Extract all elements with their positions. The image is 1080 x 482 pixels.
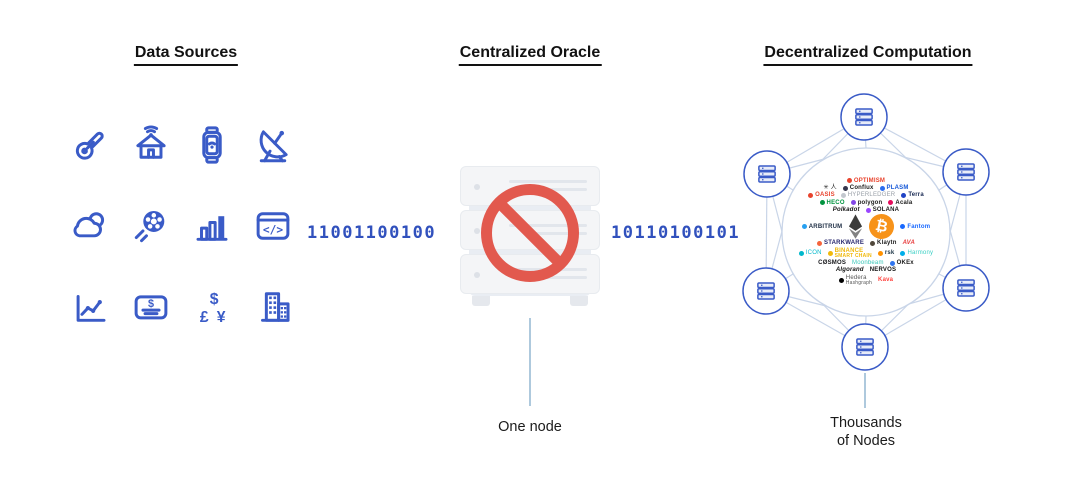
logo-plasm: PLASM bbox=[879, 185, 909, 191]
server-node-icon bbox=[957, 163, 975, 181]
solana-mark-icon bbox=[865, 207, 871, 213]
logo-oasis: OASIS bbox=[808, 192, 835, 198]
thousands-connector-line bbox=[864, 373, 866, 408]
binary-input-stream: 11001100100 bbox=[307, 223, 437, 243]
logo-solana: SOLANA bbox=[865, 207, 900, 213]
optimism-mark-icon bbox=[846, 178, 852, 184]
logo-cloud: OPTIMISM ✳ 人 Conflux PLASM OASIS HYPERLEDGER T… bbox=[782, 148, 950, 316]
icon-mark-icon bbox=[798, 250, 804, 256]
satellite-dish-icon bbox=[252, 124, 294, 166]
decentralized-network bbox=[742, 93, 990, 371]
line-chart-icon bbox=[69, 286, 111, 328]
binary-output-stream: 10110100101 bbox=[611, 223, 741, 243]
logo-algorand: Algorand bbox=[835, 267, 864, 274]
thousands-of-nodes-caption: Thousands of Nodes bbox=[830, 414, 902, 450]
polygon-mark-icon bbox=[850, 200, 856, 206]
network-node bbox=[942, 148, 990, 196]
bar-chart-icon bbox=[191, 205, 233, 247]
caption-line-2: of Nodes bbox=[836, 433, 896, 450]
hyperledger-mark-icon bbox=[840, 193, 846, 198]
weather-cloud-icon bbox=[69, 205, 111, 247]
caption-line-1: Thousands bbox=[830, 415, 902, 431]
logo-optimism: OPTIMISM bbox=[846, 178, 885, 184]
logo-hyperledger: HYPERLEDGER bbox=[840, 192, 896, 198]
okex-mark-icon bbox=[889, 260, 895, 266]
server-node-icon bbox=[957, 279, 975, 297]
terra-mark-icon bbox=[901, 193, 907, 198]
network-node bbox=[743, 150, 791, 198]
logo-klaytn: Klaytn bbox=[870, 240, 897, 246]
conflux-mark-icon bbox=[842, 185, 848, 191]
decentralized-computation-title: Decentralized Computation bbox=[763, 44, 973, 66]
currency-exchange-icon bbox=[191, 286, 233, 328]
logo-polygon: polygon bbox=[850, 200, 883, 206]
data-sources-title: Data Sources bbox=[133, 44, 239, 66]
arbitrum-mark-icon bbox=[801, 224, 807, 230]
one-node-connector-line bbox=[529, 318, 531, 406]
prohibition-icon bbox=[481, 184, 579, 282]
one-node-caption: One node bbox=[498, 419, 562, 435]
logo-starkware: STARKWARE bbox=[817, 240, 864, 246]
starkware-mark-icon bbox=[817, 240, 823, 246]
logo-fantom: Fantom bbox=[900, 224, 930, 230]
fantom-mark-icon bbox=[900, 224, 906, 230]
binance-smart-chain-mark-icon bbox=[827, 250, 833, 256]
logo-icon: ICON bbox=[798, 250, 822, 256]
rsk-mark-icon bbox=[877, 250, 883, 256]
smart-watch-icon bbox=[191, 124, 233, 166]
logo-heco: HECO bbox=[819, 200, 845, 206]
logo-ethereum bbox=[848, 214, 863, 239]
oasis-mark-icon bbox=[808, 193, 814, 198]
harmony-mark-icon bbox=[900, 250, 906, 256]
network-node bbox=[942, 264, 990, 312]
data-source-grid bbox=[69, 124, 294, 328]
heco-mark-icon bbox=[819, 200, 825, 206]
logo-nervos: NERVOS bbox=[869, 267, 897, 274]
logo-bitcoin: ₿ bbox=[867, 211, 897, 242]
logo-acala: Acala bbox=[888, 200, 912, 206]
server-node-icon bbox=[757, 282, 775, 300]
network-node bbox=[840, 93, 888, 141]
server-node-icon bbox=[855, 108, 873, 126]
centralized-oracle-title: Centralized Oracle bbox=[458, 44, 602, 66]
logo-okex: OKEx bbox=[889, 260, 914, 266]
network-node bbox=[742, 267, 790, 315]
logo-moonbeam: Moonbeam bbox=[852, 260, 884, 267]
server-node-icon bbox=[856, 338, 874, 356]
server-node-icon bbox=[758, 165, 776, 183]
code-window-icon bbox=[252, 205, 294, 247]
logo-terra: Terra bbox=[901, 192, 924, 198]
logo-harmony: Harmony bbox=[900, 250, 933, 256]
logo-arbitrum: ARBITRUM bbox=[801, 224, 843, 230]
logo-avalanche: AVA bbox=[902, 240, 915, 247]
payment-check-icon bbox=[130, 286, 172, 328]
logo-cosmos: CØSMOS bbox=[818, 260, 847, 267]
logo-kava: Kava bbox=[878, 277, 894, 284]
klaytn-mark-icon bbox=[870, 240, 876, 246]
logo-unidentified-marks: ✳ 人 bbox=[823, 185, 837, 192]
buildings-icon bbox=[252, 286, 294, 328]
logo-polkadot: Polkadot bbox=[832, 206, 860, 213]
logo-conflux: Conflux bbox=[842, 185, 874, 191]
acala-mark-icon bbox=[888, 200, 894, 206]
smart-home-icon bbox=[130, 124, 172, 166]
hedera-hashgraph-mark-icon bbox=[838, 277, 844, 283]
network-node bbox=[841, 323, 889, 371]
soccer-ball-icon bbox=[130, 205, 172, 247]
thermometer-icon bbox=[69, 124, 111, 166]
logo-rsk: rsk bbox=[877, 250, 895, 256]
computation-hub-circle bbox=[781, 147, 951, 317]
plasm-mark-icon bbox=[879, 185, 885, 191]
